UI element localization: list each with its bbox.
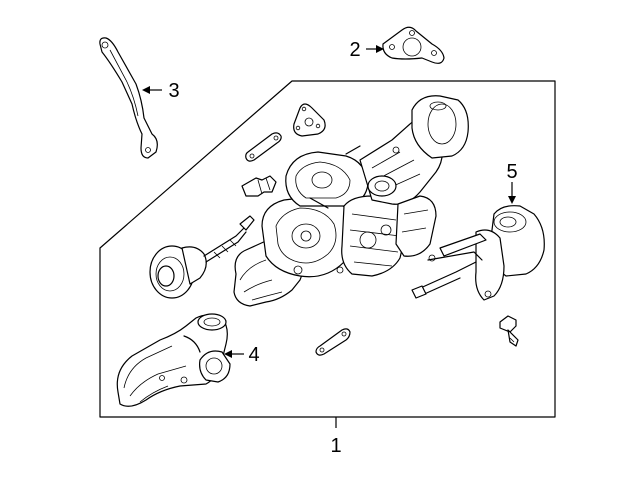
callout-2: 2: [349, 39, 360, 61]
bracket-part-3: [99, 37, 158, 159]
actuator-part-5: [411, 205, 545, 301]
gasket-part-2: [382, 26, 445, 64]
outlet-elbow-part-4: [116, 313, 231, 407]
leader-line-3: [142, 86, 162, 94]
flange-plate: [293, 103, 326, 137]
turbocharger-body-part-1: [233, 95, 469, 307]
leader-line-2: [366, 45, 384, 53]
link-rod-upper: [245, 132, 282, 162]
wastegate-actuator: [149, 215, 255, 299]
callout-5: 5: [506, 161, 517, 183]
callout-3: 3: [168, 80, 179, 102]
callout-1: 1: [330, 435, 341, 457]
assembly-frame: [99, 80, 556, 418]
sensor-fitting: [241, 175, 277, 197]
callout-4: 4: [248, 344, 259, 366]
link-rod-lower: [315, 328, 351, 356]
bolt: [499, 315, 519, 347]
leader-line-5: [508, 182, 516, 204]
leader-line-4: [224, 350, 244, 358]
